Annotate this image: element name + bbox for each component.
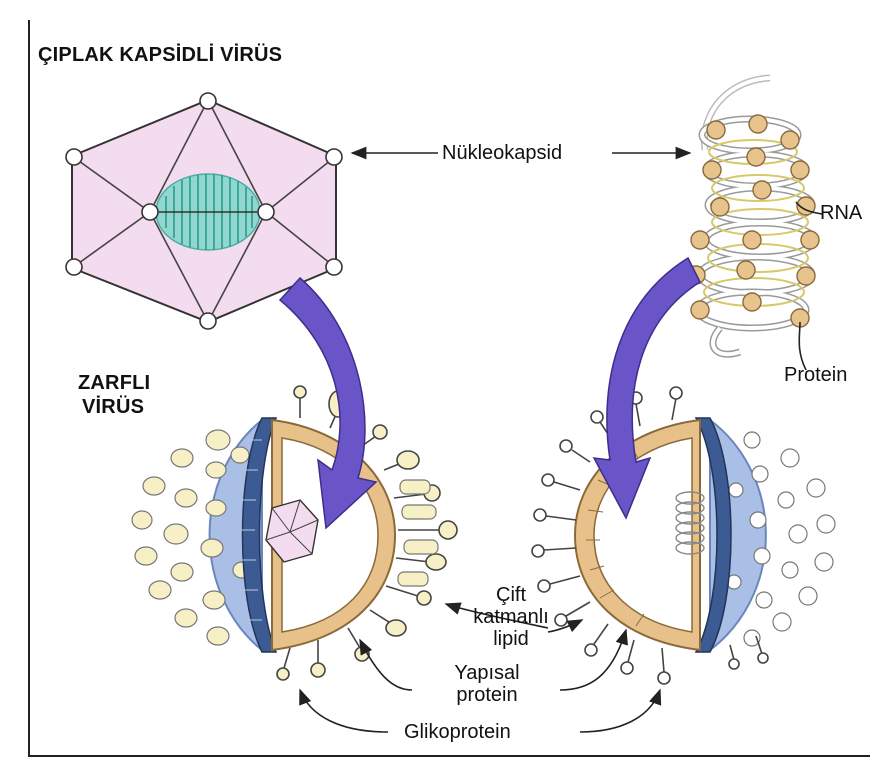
structural-protein-line2: protein <box>442 684 532 706</box>
enveloped-title-line1: ZARFLI <box>78 372 150 395</box>
lipid-label-line3: lipid <box>466 628 556 650</box>
lipid-label-line2: katmanlı <box>466 606 556 628</box>
naked-capsid-title: ÇIPLAK KAPSİDLİ VİRÜS <box>38 44 282 67</box>
glycoprotein-label: Glikoprotein <box>404 721 511 743</box>
nucleocapsid-label: Nükleokapsid <box>442 142 562 164</box>
protein-label: Protein <box>784 364 847 386</box>
rna-label: RNA <box>820 202 862 224</box>
helical-nucleocapsid <box>687 78 819 354</box>
enveloped-virus-left <box>132 386 457 680</box>
lipid-label-line1: Çift <box>466 584 556 606</box>
enveloped-title-line2: VİRÜS <box>82 396 144 419</box>
enveloped-virus-right <box>532 387 835 684</box>
structural-protein-line1: Yapısal <box>442 662 532 684</box>
